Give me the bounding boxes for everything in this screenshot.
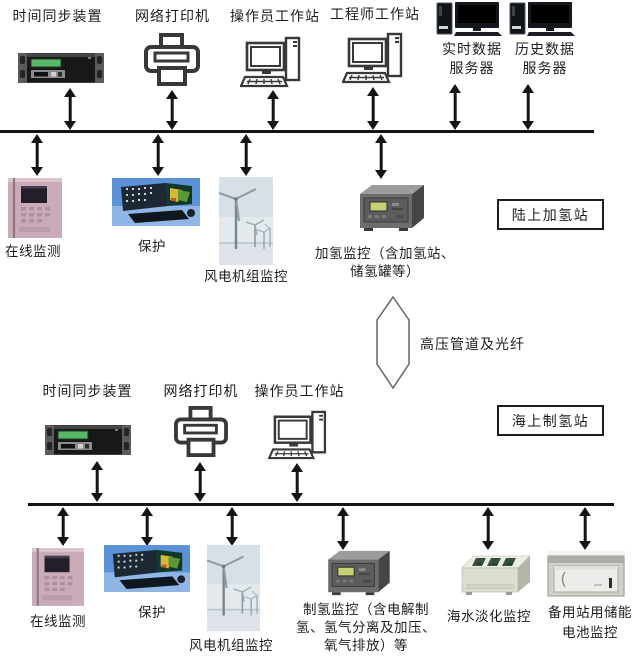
label-line: 历史数据 <box>515 41 575 57</box>
online-monitor-device-icon <box>8 178 62 238</box>
double-arrow-connector <box>56 507 70 546</box>
device-label: 操作员工作站 <box>230 8 320 24</box>
device-label: 网络打印机 <box>163 383 239 399</box>
time-sync-rack-icon <box>18 50 104 85</box>
double-arrow-connector <box>521 84 535 130</box>
double-arrow-connector <box>165 90 179 130</box>
protection-device-icon <box>104 545 190 592</box>
device-label: 风电机组监控 <box>189 638 273 653</box>
badge-text: 海上制氢站 <box>511 412 590 429</box>
device-label: 保护 <box>138 239 166 254</box>
workstation-icon <box>240 36 302 88</box>
device-label: 备用站用储能 电池监控 <box>540 603 640 643</box>
label-line: 服务器 <box>522 60 568 76</box>
double-arrow-connector <box>290 463 304 502</box>
time-sync-rack-icon <box>45 422 131 457</box>
double-arrow-connector <box>239 134 253 176</box>
device-label: 时间同步装置 <box>12 8 103 24</box>
wind-turbines-photo-icon <box>219 177 273 265</box>
data-server-icon <box>509 2 575 38</box>
double-arrow-connector <box>225 507 239 546</box>
device-label: 时间同步装置 <box>42 383 133 399</box>
double-arrow-connector <box>30 134 44 176</box>
device-label: 在线监测 <box>5 244 61 259</box>
device-label: 海水淡化监控 <box>447 609 531 624</box>
workstation-icon <box>342 32 404 84</box>
double-arrow-connector <box>374 134 388 179</box>
device-label: 操作员工作站 <box>254 383 345 399</box>
hydrogen-monitor-box-icon <box>352 182 430 234</box>
sea-station-badge: 海上制氢站 <box>497 405 604 436</box>
device-label: 实时数据 服务器 <box>430 40 514 78</box>
double-arrow-connector <box>366 87 380 130</box>
label-line: 电池监控 <box>562 625 618 640</box>
double-arrow-connector <box>140 507 154 546</box>
device-label: 历史数据 服务器 <box>503 40 587 78</box>
data-server-icon <box>436 2 502 38</box>
double-arrow-connector <box>336 507 350 550</box>
online-monitor-device-icon <box>32 548 84 606</box>
double-arrow-connector <box>266 90 280 130</box>
network-bus-line <box>28 503 614 506</box>
label-line: 储氢罐等） <box>350 264 420 279</box>
battery-monitor-box-icon <box>546 550 626 598</box>
device-label: 加氢监控（含加氢站、 储氢罐等） <box>312 245 458 281</box>
desalination-module-icon <box>456 552 534 598</box>
double-arrow-connector <box>90 461 104 502</box>
wind-turbines-photo-icon <box>207 544 260 632</box>
label-line: 服务器 <box>449 60 495 76</box>
device-label: 在线监测 <box>30 614 86 629</box>
label-line: 制氢监控（含电解制 <box>303 602 429 617</box>
device-label: 保护 <box>138 605 166 620</box>
label-line: 氢、氢气分离及加压、 <box>296 620 436 635</box>
double-arrow-connector <box>578 507 592 550</box>
land-station-badge: 陆上加氢站 <box>497 199 604 230</box>
network-bus-line <box>0 130 594 133</box>
network-printer-icon <box>174 406 228 458</box>
double-arrow-connector <box>63 88 77 130</box>
device-label: 网络打印机 <box>135 8 210 24</box>
pipeline-hexagon-shape <box>376 296 410 389</box>
double-arrow-connector <box>448 84 462 130</box>
double-arrow-connector <box>481 507 495 550</box>
label-line: 加氢监控（含加氢站、 <box>315 246 455 261</box>
network-printer-icon <box>144 33 200 87</box>
hydrogen-monitor-box-icon <box>320 548 396 598</box>
link-label: 高压管道及光纤 <box>420 336 525 352</box>
double-arrow-connector <box>151 134 165 176</box>
device-label: 风电机组监控 <box>204 269 288 284</box>
protection-device-icon <box>112 178 200 226</box>
double-arrow-connector <box>193 462 207 502</box>
label-line: 实时数据 <box>442 41 502 57</box>
workstation-icon <box>268 410 328 460</box>
device-label: 工程师工作站 <box>330 6 420 22</box>
device-label: 制氢监控（含电解制 氢、氢气分离及加压、 氧气排放）等 <box>284 601 448 655</box>
badge-text: 陆上加氢站 <box>511 206 590 223</box>
label-line: 氧气排放）等 <box>324 638 408 653</box>
label-line: 备用站用储能 <box>548 605 632 620</box>
